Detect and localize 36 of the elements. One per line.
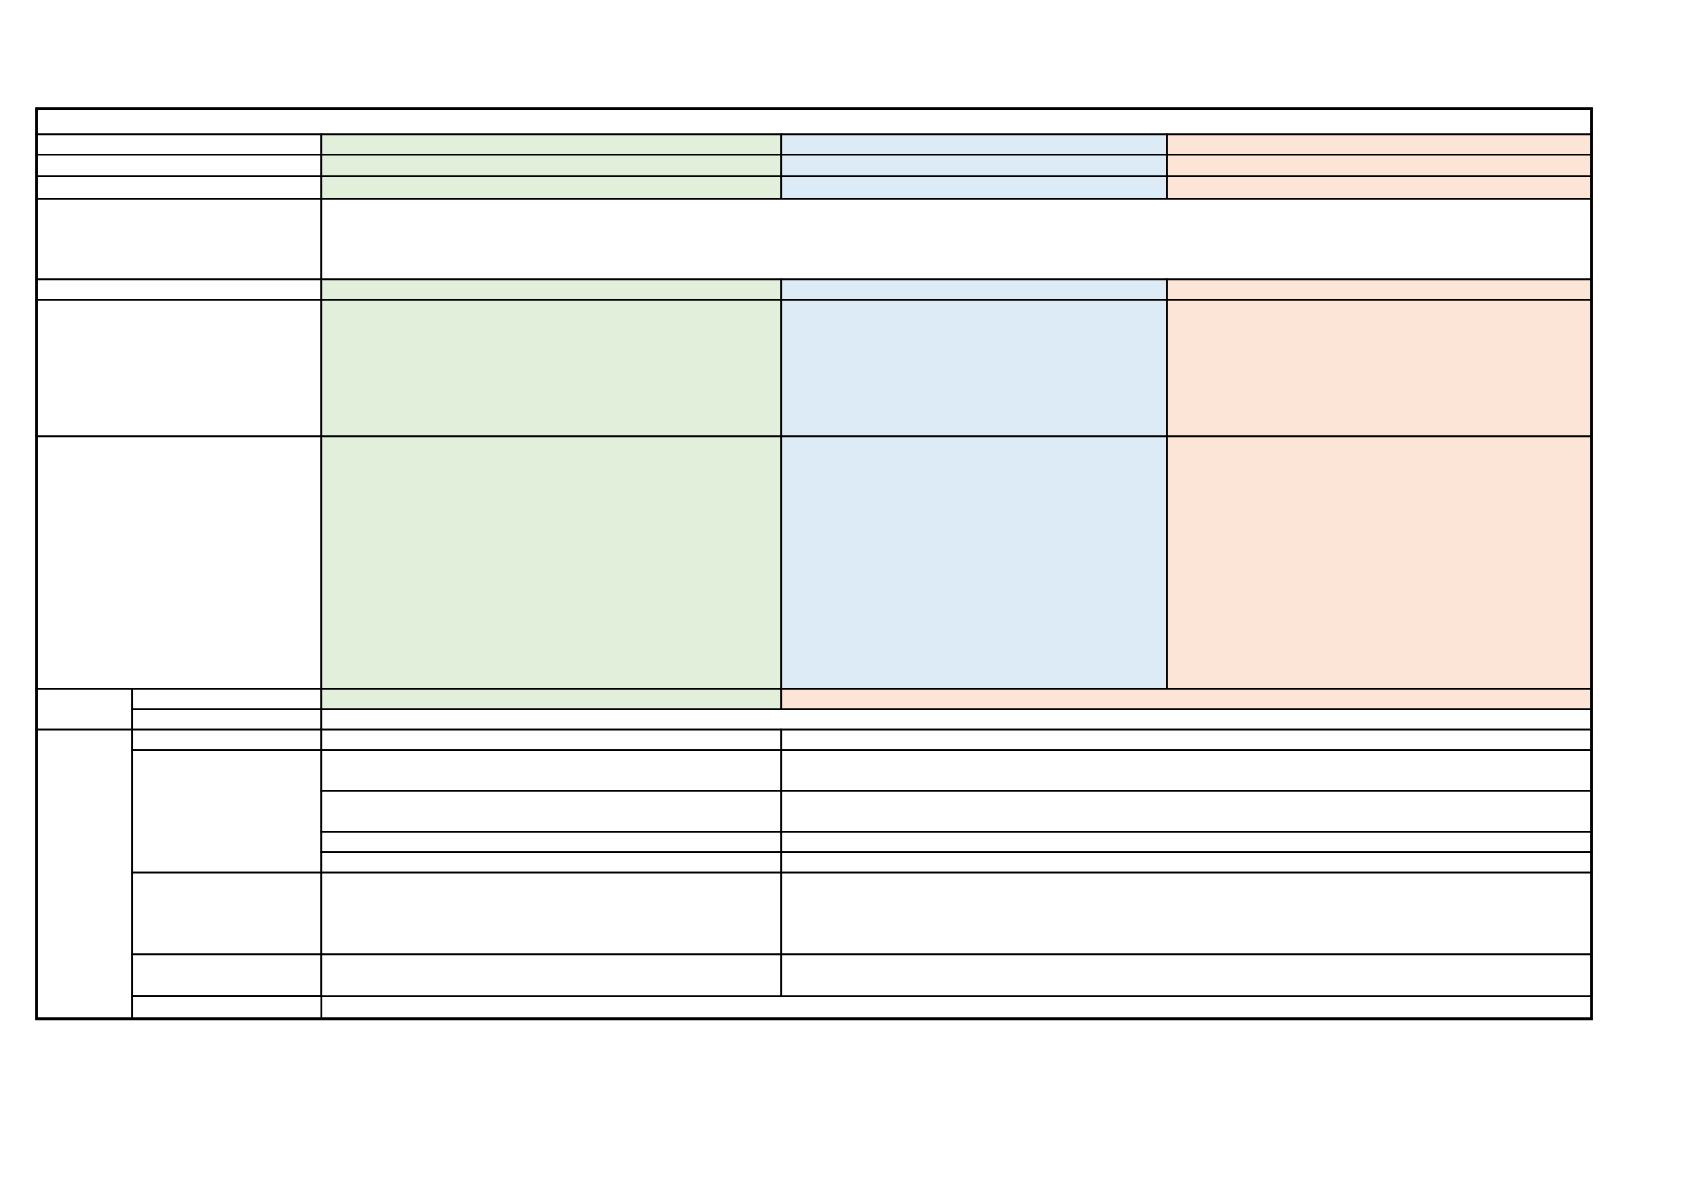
table-cell [320,154,783,178]
table-cell [320,851,783,874]
table-cell [35,278,323,301]
table-cell [780,749,1593,792]
table-cell [320,749,783,792]
table-cell [1166,175,1593,200]
table-cell [320,278,783,301]
table-cell [780,831,1593,854]
table-cell [780,154,1168,178]
table-cell [1166,154,1593,178]
table-cell [320,790,783,833]
table-cell [780,133,1168,156]
table-cell [35,175,323,200]
table-cell [780,851,1593,874]
table-cell [35,154,323,178]
table-cell [780,953,1593,998]
table-cell [320,175,783,200]
table-cell [320,831,783,854]
table-cell [780,790,1593,833]
table-cell [780,435,1168,690]
table-cell [131,953,323,998]
table-cell [131,995,323,1020]
table-cell [1166,278,1593,301]
table-cell [780,688,1593,711]
table-cell [780,175,1168,200]
table-cell [780,278,1168,301]
table-cell [131,688,323,711]
table-cell [35,688,134,731]
table-cell [35,133,323,156]
table-cell [320,133,783,156]
table-cell [1166,133,1593,156]
table-cell [131,728,323,752]
table-cell [131,871,323,956]
table-cell [780,728,1593,752]
table-cell [320,688,783,711]
table-cell [131,708,323,731]
